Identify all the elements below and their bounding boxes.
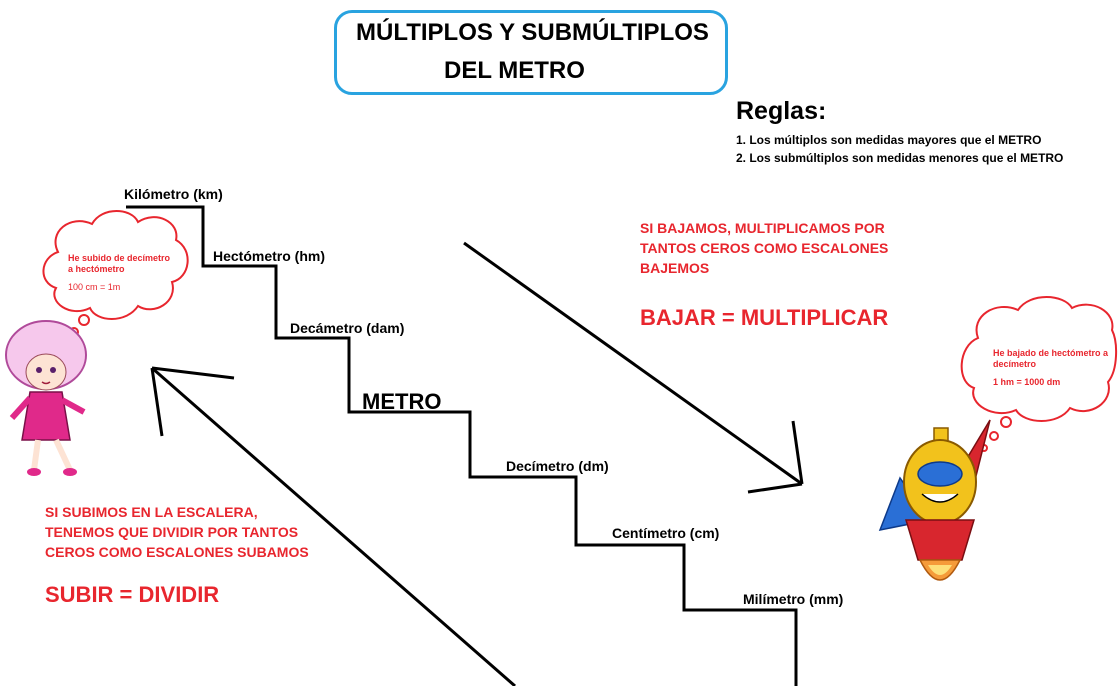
title-line-2: DEL METRO: [444, 57, 585, 84]
rule-1: 1. Los múltiplos son medidas mayores que…: [736, 133, 1042, 147]
bubble-left-text: He subido de decímetro a hectómetro 100 …: [68, 253, 170, 293]
bubble-left-line-2: a hectómetro: [68, 264, 125, 274]
step-label-decametro: Decámetro (dam): [290, 320, 405, 336]
title-box: MÚLTIPLOS Y SUBMÚLTIPLOS DEL METRO: [334, 10, 728, 95]
gold-robot-hero-illustration: [878, 419, 991, 581]
step-label-metro: METRO: [362, 389, 442, 414]
pink-hair-girl-illustration: [5, 320, 87, 476]
up-note-line: TENEMOS QUE DIVIDIR POR TANTOS: [45, 524, 299, 540]
up-arrow: [150, 366, 516, 686]
step-label-hectometro: Hectómetro (hm): [213, 248, 326, 264]
rules-heading: Reglas:: [736, 97, 827, 125]
rule-2: 2. Los submúltiplos son medidas menores …: [736, 151, 1064, 165]
bubble-right-line-2: decímetro: [993, 359, 1037, 369]
step-label-milimetro: Milímetro (mm): [743, 591, 844, 607]
step-label-centimetro: Centímetro (cm): [612, 525, 720, 541]
down-rule: BAJAR = MULTIPLICAR: [640, 305, 889, 330]
up-note: SI SUBIMOS EN LA ESCALERA, TENEMOS QUE D…: [45, 502, 309, 562]
down-arrow: [463, 241, 804, 494]
bubble-right-line-3: 1 hm = 1000 dm: [993, 377, 1061, 387]
bubble-left-line-1: He subido de decímetro: [68, 253, 171, 263]
up-note-line: CEROS COMO ESCALONES SUBAMOS: [45, 544, 309, 560]
thought-bubble-right: [960, 296, 1118, 452]
up-note-line: SI SUBIMOS EN LA ESCALERA,: [45, 504, 258, 520]
down-note-line: SI BAJAMOS, MULTIPLICAMOS POR: [640, 220, 885, 236]
bubble-left-line-3: 100 cm = 1m: [68, 282, 121, 292]
up-rule: SUBIR = DIVIDIR: [45, 582, 220, 607]
down-note: SI BAJAMOS, MULTIPLICAMOS POR TANTOS CER…: [640, 218, 888, 278]
title-line-1: MÚLTIPLOS Y SUBMÚLTIPLOS: [356, 19, 709, 46]
bubble-right-text: He bajado de hectómetro a decímetro 1 hm…: [993, 348, 1108, 388]
bubble-right-line-1: He bajado de hectómetro a: [993, 348, 1109, 358]
staircase-line: [126, 205, 798, 686]
down-note-line: TANTOS CEROS COMO ESCALONES: [640, 240, 889, 256]
step-label-kilometro: Kilómetro (km): [124, 186, 223, 202]
step-label-decimetro: Decímetro (dm): [506, 458, 609, 474]
down-note-line: BAJEMOS: [640, 260, 710, 276]
thought-bubble-left: [42, 210, 189, 346]
